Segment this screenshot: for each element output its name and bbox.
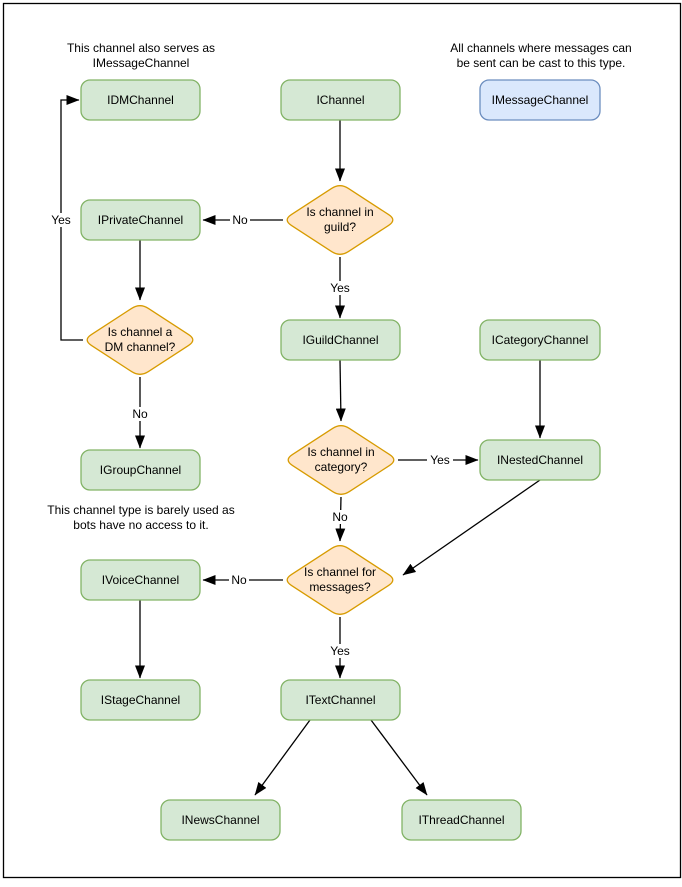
svg-text:No: No: [232, 213, 248, 227]
edge-label-dm-yes: Yes: [48, 213, 74, 227]
svg-text:category?: category?: [315, 460, 368, 474]
svg-text:Yes: Yes: [430, 453, 450, 467]
svg-text:Yes: Yes: [330, 644, 350, 658]
edge-label-category-yes: Yes: [427, 453, 453, 467]
svg-text:No: No: [132, 407, 148, 421]
edge-label-messages-no: No: [229, 573, 249, 587]
svg-text:guild?: guild?: [324, 220, 356, 234]
node-ivoicechannel: IVoiceChannel: [80, 559, 201, 601]
svg-text:messages?: messages?: [309, 580, 371, 594]
node-idmchannel: IDMChannel: [80, 79, 201, 121]
svg-text:Is channel for: Is channel for: [304, 565, 376, 579]
node-ichannel: IChannel: [280, 79, 401, 121]
svg-text:DM channel?: DM channel?: [105, 340, 176, 354]
node-igroupchannel: IGroupChannel: [80, 449, 201, 491]
svg-text:All channels where messages ca: All channels where messages can: [450, 41, 631, 55]
edge-iguildchannel-to-category-decision: [335, 359, 346, 422]
svg-text:No: No: [332, 510, 348, 524]
svg-text:Is channel a: Is channel a: [108, 325, 173, 339]
edge-itextchannel-to-ithreadchannel: [370, 719, 428, 796]
svg-text:IMessageChannel: IMessageChannel: [93, 56, 190, 70]
annotations: This channel also serves as IMessageChan…: [47, 41, 631, 532]
svg-text:IGuildChannel: IGuildChannel: [302, 333, 378, 347]
svg-text:INewsChannel: INewsChannel: [181, 813, 259, 827]
svg-text:This channel type is barely us: This channel type is barely used as: [47, 503, 234, 517]
svg-text:No: No: [231, 573, 247, 587]
node-icategorychannel: ICategoryChannel: [479, 319, 601, 361]
decision-messages: Is channel for messages?: [286, 545, 394, 615]
annotation-group-note: This channel type is barely used as bots…: [47, 503, 234, 532]
node-istagechannel: IStageChannel: [80, 679, 201, 721]
node-inestedchannel: INestedChannel: [479, 439, 601, 481]
edge-label-guild-yes: Yes: [327, 281, 353, 295]
edge-itextchannel-to-inewschannel: [254, 719, 311, 796]
edge-label-guild-no: No: [230, 213, 250, 227]
decision-category: Is channel in category?: [287, 425, 395, 495]
svg-text:IGroupChannel: IGroupChannel: [100, 463, 181, 477]
edge-label-category-no: No: [330, 510, 350, 524]
svg-text:bots have no access to it.: bots have no access to it.: [73, 518, 208, 532]
svg-text:IStageChannel: IStageChannel: [101, 693, 180, 707]
svg-text:Yes: Yes: [51, 213, 71, 227]
node-iprivatechannel: IPrivateChannel: [80, 199, 201, 241]
svg-text:This channel also serves as: This channel also serves as: [67, 41, 215, 55]
node-iguildchannel: IGuildChannel: [280, 319, 401, 361]
svg-text:Is channel in: Is channel in: [307, 445, 374, 459]
svg-text:IThreadChannel: IThreadChannel: [418, 813, 504, 827]
node-itextchannel: ITextChannel: [280, 679, 401, 721]
node-ithreadchannel: IThreadChannel: [401, 799, 522, 841]
edge-inestedchannel-to-messages-decision: [402, 479, 541, 576]
annotation-message-note: All channels where messages can be sent …: [450, 41, 631, 70]
svg-text:IDMChannel: IDMChannel: [107, 93, 174, 107]
svg-text:Is channel in: Is channel in: [306, 205, 373, 219]
svg-text:IVoiceChannel: IVoiceChannel: [102, 573, 179, 587]
decisions: Is channel in guild? Is channel a DM cha…: [86, 185, 395, 615]
svg-text:be sent can be cast to this ty: be sent can be cast to this type.: [457, 56, 626, 70]
nodes: IDMChannel IChannel IMessageChannel IPri…: [80, 79, 601, 841]
edge-label-dm-no: No: [130, 407, 150, 421]
svg-text:INestedChannel: INestedChannel: [497, 453, 583, 467]
edge-labels: No Yes Yes No Yes No No Yes: [48, 213, 453, 658]
annotation-dm-note: This channel also serves as IMessageChan…: [67, 41, 215, 70]
decision-dm: Is channel a DM channel?: [86, 305, 194, 375]
node-imessagechannel: IMessageChannel: [479, 79, 601, 121]
svg-text:IChannel: IChannel: [316, 93, 364, 107]
svg-text:Yes: Yes: [330, 281, 350, 295]
decision-guild: Is channel in guild?: [286, 185, 394, 255]
svg-text:IPrivateChannel: IPrivateChannel: [98, 213, 183, 227]
svg-text:IMessageChannel: IMessageChannel: [492, 93, 589, 107]
svg-text:ICategoryChannel: ICategoryChannel: [492, 333, 589, 347]
svg-text:ITextChannel: ITextChannel: [305, 693, 375, 707]
edge-label-messages-yes: Yes: [327, 644, 353, 658]
node-inewschannel: INewsChannel: [160, 799, 281, 841]
